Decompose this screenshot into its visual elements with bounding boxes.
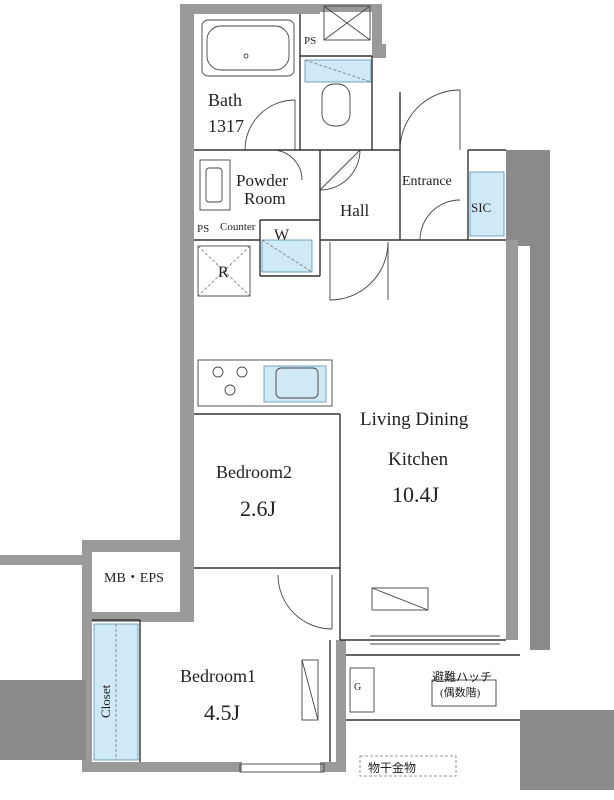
label-bedroom2-size: 2.6J [240,496,277,521]
label-bedroom1: Bedroom1 [180,666,256,686]
label-entrance: Entrance [402,174,452,189]
label-hatch-1: 避難ハッチ [432,669,492,684]
label-sic: SIC [471,200,491,215]
interior-walls [92,14,520,762]
label-washer: W [274,227,290,244]
label-ps-left: PS [197,223,209,235]
label-ps-top: PS [304,35,316,47]
label-drying: 物干金物 [368,760,416,775]
label-bedroom2: Bedroom2 [216,462,292,482]
label-bath: Bath [208,90,242,110]
stove-burners [212,366,248,396]
label-hall: Hall [340,201,370,220]
label-ldk-2: Kitchen [388,449,449,470]
label-powder-1: Powder [236,171,288,190]
room-labels: Bath 1317 PS Powder Room Hall Entrance S… [98,35,492,775]
label-bedroom1-size: 4.5J [204,700,241,725]
label-mb-eps: MB・EPS [104,571,164,586]
label-fridge: R [218,264,229,281]
label-ldk-1: Living Dining [360,409,469,430]
fixtures [93,5,505,777]
label-gas: G [354,682,361,693]
label-closet: Closet [98,684,113,718]
doors [244,89,461,630]
label-ldk-size: 10.4J [392,482,440,507]
label-counter: Counter [220,221,256,233]
label-bath-size: 1317 [208,116,244,136]
label-hatch-2: (偶数階) [440,685,481,699]
label-powder-2: Room [244,189,286,208]
exterior-walls [0,4,614,790]
